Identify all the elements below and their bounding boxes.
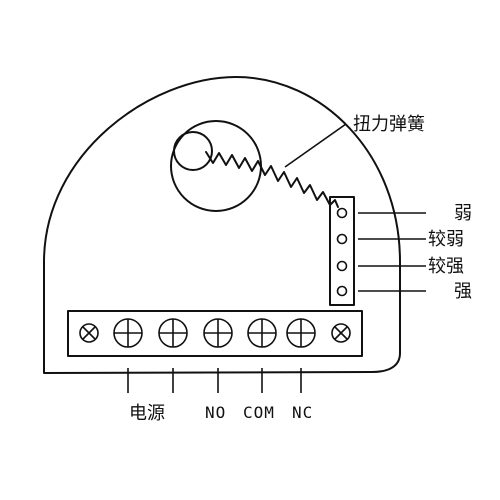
strength-label-stronger: 较强 [428,256,464,277]
terminal-label-nc: NC [292,403,313,422]
spring-inner-circle [173,131,213,171]
housing-outline [43,76,401,374]
screw-right-icon [331,323,351,343]
spring-label: 扭力弹簧 [353,114,425,135]
strength-label-weak: 弱 [454,203,472,224]
terminal-label-no: NO [205,403,226,422]
terminal-screw-3-icon [203,318,233,348]
hole-weaker [336,233,348,245]
spring-leader-line [284,123,347,168]
terminal-screw-4-icon [247,318,277,348]
screw-left-icon [79,323,99,343]
hole-stronger [336,260,348,272]
hole-weak [336,207,348,219]
terminal-screw-1-icon [113,318,143,348]
terminal-label-com: COM [243,403,275,422]
spring-zigzag [205,151,339,208]
strength-label-strong: 强 [454,281,472,302]
terminal-screw-2-icon [158,318,188,348]
terminal-label-power: 电源 [129,403,165,424]
adjustment-bar [329,196,355,306]
strength-label-weaker: 较弱 [428,229,464,250]
terminal-screw-5-icon [286,318,316,348]
hole-strong [336,285,348,297]
terminal-block [67,310,363,357]
